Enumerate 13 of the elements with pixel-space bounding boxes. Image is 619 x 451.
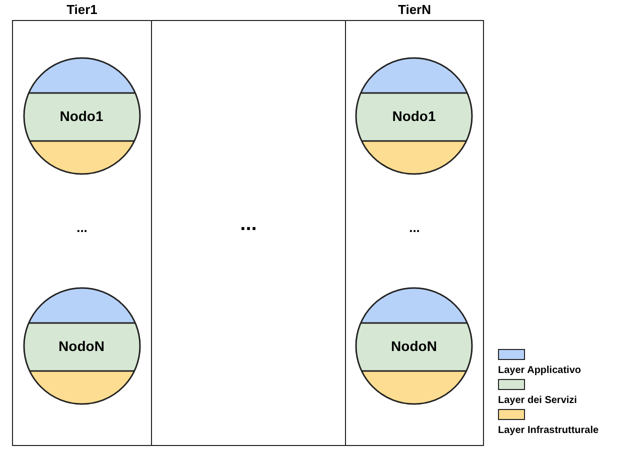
legend-label: Layer dei Servizi	[498, 395, 577, 407]
tier-heading: Tier1	[66, 1, 98, 19]
legend-label: Layer Infrastrutturale	[498, 425, 599, 437]
node-label: NodoN	[391, 337, 437, 355]
node-label: NodoN	[58, 337, 104, 355]
tier-heading: TierN	[398, 1, 431, 19]
tier-column	[151, 20, 346, 446]
node-label: Nodo1	[60, 107, 104, 125]
legend-label: Layer Applicativo	[498, 365, 581, 377]
ellipsis-text: ...	[409, 219, 420, 237]
node-label: Nodo1	[392, 107, 436, 125]
ellipsis-text: ...	[76, 219, 88, 237]
ellipsis-text: ...	[240, 213, 257, 235]
